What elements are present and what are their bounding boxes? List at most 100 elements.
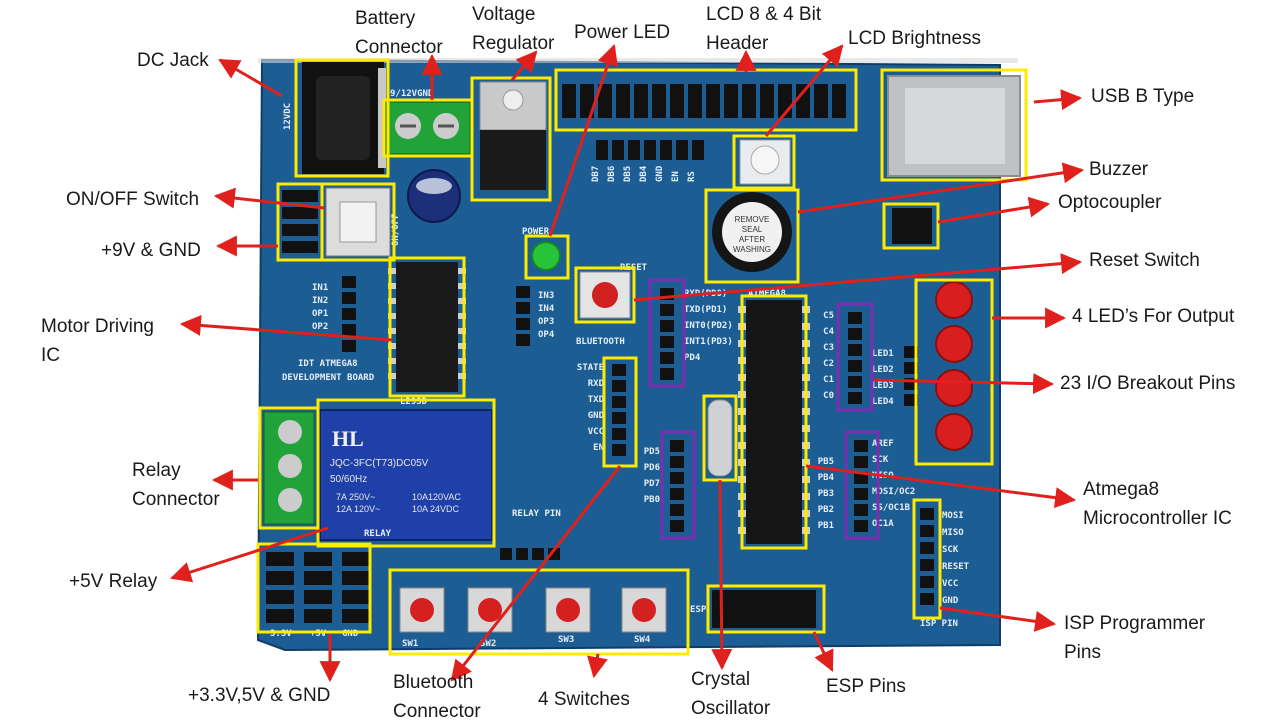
ic-pin bbox=[458, 268, 466, 274]
header-pin bbox=[516, 548, 528, 560]
header-pin bbox=[854, 504, 868, 516]
silk-sw3: SW3 bbox=[558, 635, 574, 645]
header-pin bbox=[670, 456, 684, 468]
header-pin bbox=[920, 542, 934, 554]
hl-potentiometer bbox=[732, 134, 796, 190]
header-pin bbox=[612, 444, 626, 456]
arrow-buzzer bbox=[797, 162, 1085, 214]
callout-lcd-brightness: LCD Brightness bbox=[848, 28, 982, 49]
silk-isp-labels: MISO bbox=[942, 528, 964, 538]
ic-pin bbox=[388, 358, 396, 364]
silk-bt-labels: VCC bbox=[588, 427, 604, 437]
silk-sw2: SW2 bbox=[480, 639, 496, 649]
ic-pin bbox=[388, 268, 396, 274]
power-led-part bbox=[531, 241, 561, 271]
header-pin bbox=[670, 472, 684, 484]
callout-arrows bbox=[170, 44, 1085, 683]
header-pin bbox=[516, 318, 530, 330]
header-pin bbox=[848, 376, 862, 388]
output-led bbox=[935, 281, 973, 319]
silk-bluetooth: BLUETOOTH bbox=[576, 337, 625, 347]
ic-pin bbox=[458, 328, 466, 334]
ic-pin bbox=[458, 283, 466, 289]
header-pin bbox=[612, 396, 626, 408]
lcd-pin bbox=[742, 84, 756, 118]
silk-port-b-pins: PB5 bbox=[818, 457, 834, 467]
output-leds-part bbox=[935, 281, 973, 451]
relay-freq-text: 50/60Hz bbox=[330, 474, 367, 485]
hl-l293d bbox=[388, 256, 466, 398]
power-header-pin bbox=[282, 241, 318, 253]
arrow-on-off bbox=[213, 187, 325, 210]
silk-5v: +5V bbox=[310, 629, 327, 639]
silk-port-d2-labels: PB0 bbox=[644, 495, 660, 505]
silk-port-b-pins: PB3 bbox=[818, 489, 834, 499]
header-pin bbox=[848, 392, 862, 404]
silk-led-labels: LED1 bbox=[872, 349, 894, 359]
header-pin bbox=[920, 593, 934, 605]
ic-pin bbox=[388, 343, 396, 349]
power-header-pin bbox=[282, 190, 318, 202]
ic-pin bbox=[388, 313, 396, 319]
lcd4-pin bbox=[692, 140, 704, 160]
arrow-io-breakout bbox=[873, 373, 1055, 395]
on-off-switch-part bbox=[325, 187, 391, 257]
buzzer-seal-text-1: REMOVE bbox=[735, 215, 770, 224]
arrow-isp bbox=[939, 606, 1057, 632]
header-pin bbox=[342, 324, 356, 336]
silk-battery: 9/12VGND bbox=[390, 89, 434, 99]
callout-5v-relay: +5V Relay bbox=[69, 571, 158, 592]
header-pin bbox=[670, 488, 684, 500]
silk-lcd-header-label: GND bbox=[655, 165, 665, 182]
hl-reset bbox=[574, 266, 636, 324]
silk-dc-jack: 12VDC bbox=[283, 103, 293, 130]
silk-sw1: SW1 bbox=[402, 639, 418, 649]
silk-port-b-pins: PB2 bbox=[818, 505, 834, 515]
lcd-pin bbox=[796, 84, 810, 118]
silk-port-c-labels: C2 bbox=[823, 359, 834, 369]
ic-pin bbox=[458, 343, 466, 349]
silk-isp-labels: SCK bbox=[942, 545, 959, 555]
arrow-esp bbox=[812, 631, 834, 672]
output-led bbox=[935, 325, 973, 363]
arrow-power-led bbox=[548, 44, 618, 237]
callout-4-switches: 4 Switches bbox=[538, 689, 630, 710]
header-pin bbox=[516, 334, 530, 346]
header-pin bbox=[670, 520, 684, 532]
header-pin bbox=[342, 340, 356, 352]
lcd4-pin bbox=[644, 140, 656, 160]
lcd4-pin bbox=[612, 140, 624, 160]
relay-rating-1-text: 7A 250V~ bbox=[336, 492, 375, 502]
callout-usb-b-type: USB B Type bbox=[1091, 86, 1195, 107]
callout-reset-switch: Reset Switch bbox=[1089, 250, 1200, 271]
header-pin bbox=[660, 336, 674, 348]
arrow-switches bbox=[587, 653, 608, 679]
silk-in-labels: OP2 bbox=[312, 322, 328, 332]
silk-board-name-2: DEVELOPMENT BOARD bbox=[282, 373, 375, 383]
header-pin bbox=[516, 286, 530, 298]
silk-bt-labels: STATE bbox=[577, 363, 604, 373]
silk-lcd-header-label: DB6 bbox=[607, 166, 617, 182]
silk-in-labels: OP1 bbox=[312, 309, 328, 319]
header-pin bbox=[854, 520, 868, 532]
power-header-part bbox=[282, 190, 318, 253]
header-pin bbox=[548, 548, 560, 560]
header-pin bbox=[532, 548, 544, 560]
lcd-pin bbox=[670, 84, 684, 118]
arrow-motor bbox=[179, 314, 393, 342]
silk-sw4: SW4 bbox=[634, 635, 651, 645]
arrow-lcd-brightness bbox=[764, 44, 844, 137]
silk-isp-labels: RESET bbox=[942, 562, 970, 572]
hl-dc-jack bbox=[294, 58, 390, 178]
buzzer-seal-text-2: SEAL bbox=[742, 225, 763, 234]
callout-esp-pins: ESP Pins bbox=[826, 676, 906, 697]
hl-esp bbox=[706, 584, 826, 634]
relay-part: HL JQC-3FC(T73)DC05V 50/60Hz 7A 250V~ 12… bbox=[319, 409, 493, 541]
crystal-part bbox=[707, 399, 733, 477]
silk-led-labels: LED2 bbox=[872, 365, 894, 375]
